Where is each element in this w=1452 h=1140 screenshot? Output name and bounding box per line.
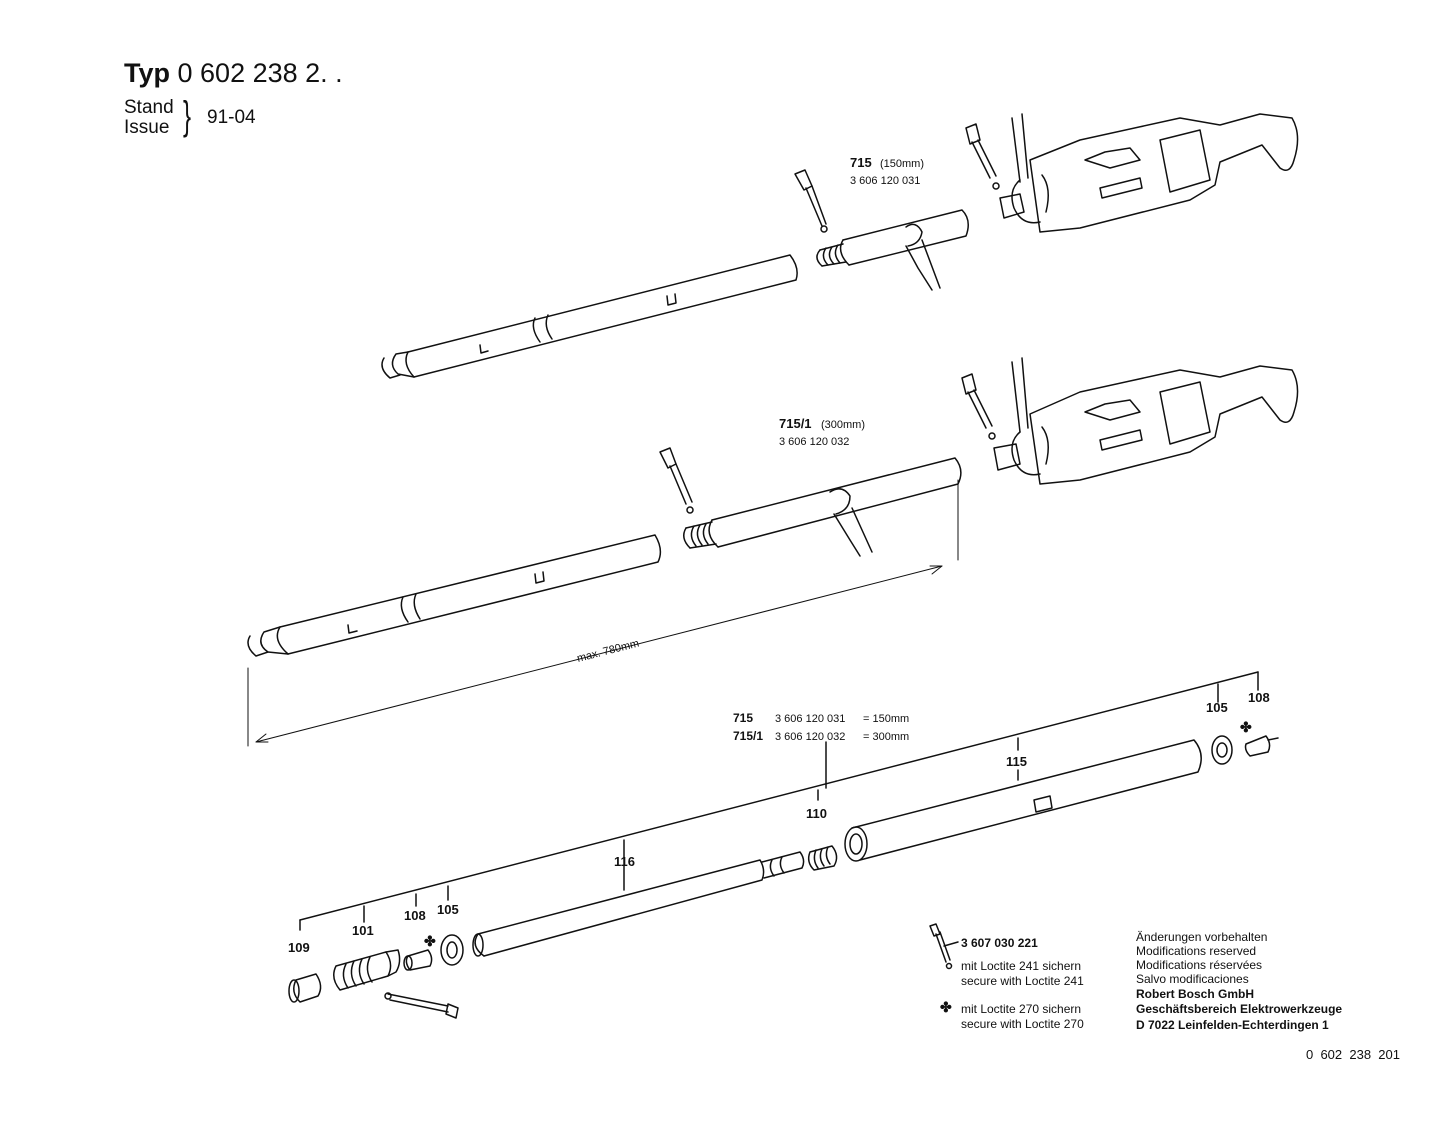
top-length: (150mm) [880,158,924,170]
dimension-label: max. 780mm [576,637,641,664]
table-size-715: = 150mm [863,713,909,725]
notice-en: Modifications reserved [1136,944,1256,958]
part-108-right [1244,735,1279,757]
notice-division: Geschäftsbereich Elektrowerkzeuge [1136,1002,1342,1016]
stand-label: Stand [124,97,174,118]
notice-address: D 7022 Leinfelden-Echterdingen 1 [1136,1018,1329,1032]
table-order-715: 3 606 120 031 [775,713,845,725]
issue-label: Issue [124,117,170,138]
document-number: 0 602 238 201 [1306,1047,1400,1062]
middle-extension-shaft [247,534,662,657]
legend-loctite270-en: secure with Loctite 270 [961,1017,1084,1031]
top-grinder-body [965,113,1299,233]
table-order-715-1: 3 606 120 032 [775,731,845,743]
table-size-715-1: = 300mm [863,731,909,743]
callout-105-right: 105 [1206,700,1228,715]
callout-110: 110 [806,806,827,821]
legend-screw-icon [929,923,959,970]
notice-company: Robert Bosch GmbH [1136,987,1254,1001]
notice-es: Salvo modificaciones [1136,972,1249,986]
callout-101: 101 [352,923,374,938]
issue-date: 91-04 [207,107,256,128]
middle-grinder-body [961,357,1299,485]
middle-length: (300mm) [821,419,865,431]
top-order-no: 3 606 120 031 [850,175,920,187]
part-105-right [1211,735,1233,765]
adapter-715-1 [659,447,962,557]
top-part-no: 715 [850,155,872,170]
type-label: Typ [124,58,170,88]
legend-loctite241-en: secure with Loctite 241 [961,974,1084,988]
callout-108-right: 108 [1248,690,1270,705]
notice-fr: Modifications réservées [1136,958,1262,972]
legend-loctite270-de: mit Loctite 270 sichern [961,1002,1081,1016]
middle-part-no: 715/1 [779,416,812,431]
part-110 [807,845,838,871]
table-part-715-1: 715/1 [733,729,763,743]
adapter-715 [794,169,969,291]
callout-109: 109 [288,940,310,955]
callout-115: 115 [1006,754,1027,769]
part-115-tube [844,739,1202,862]
legend-loctite241-de: mit Loctite 241 sichern [961,959,1081,973]
brace-glyph: } [183,94,192,138]
callout-108-left: 108 [404,908,426,923]
legend-screw-part: 3 607 030 221 [961,936,1038,950]
callout-baseline [299,671,1259,931]
callout-105-left: 105 [437,902,459,917]
middle-order-no: 3 606 120 032 [779,436,849,448]
part-116-shaft [472,851,805,957]
loctite-270-legend-icon: ✤ [940,999,952,1015]
part-101 [333,949,459,1019]
type-suffix: 2. . [305,58,343,88]
part-109 [288,973,322,1003]
loctite-270-marker-left: ✤ [424,933,436,949]
callout-116: 116 [614,854,635,869]
type-heading: Typ 0 602 238 2. . [124,60,343,87]
notice-de: Änderungen vorbehalten [1136,930,1267,944]
type-number: 0 602 238 [177,58,298,88]
dimension-line [247,479,959,747]
part-105-left [440,934,464,966]
top-extension-shaft [381,254,798,379]
loctite-270-marker-right: ✤ [1240,719,1252,735]
table-part-715: 715 [733,711,753,725]
part-108-left [403,949,433,971]
